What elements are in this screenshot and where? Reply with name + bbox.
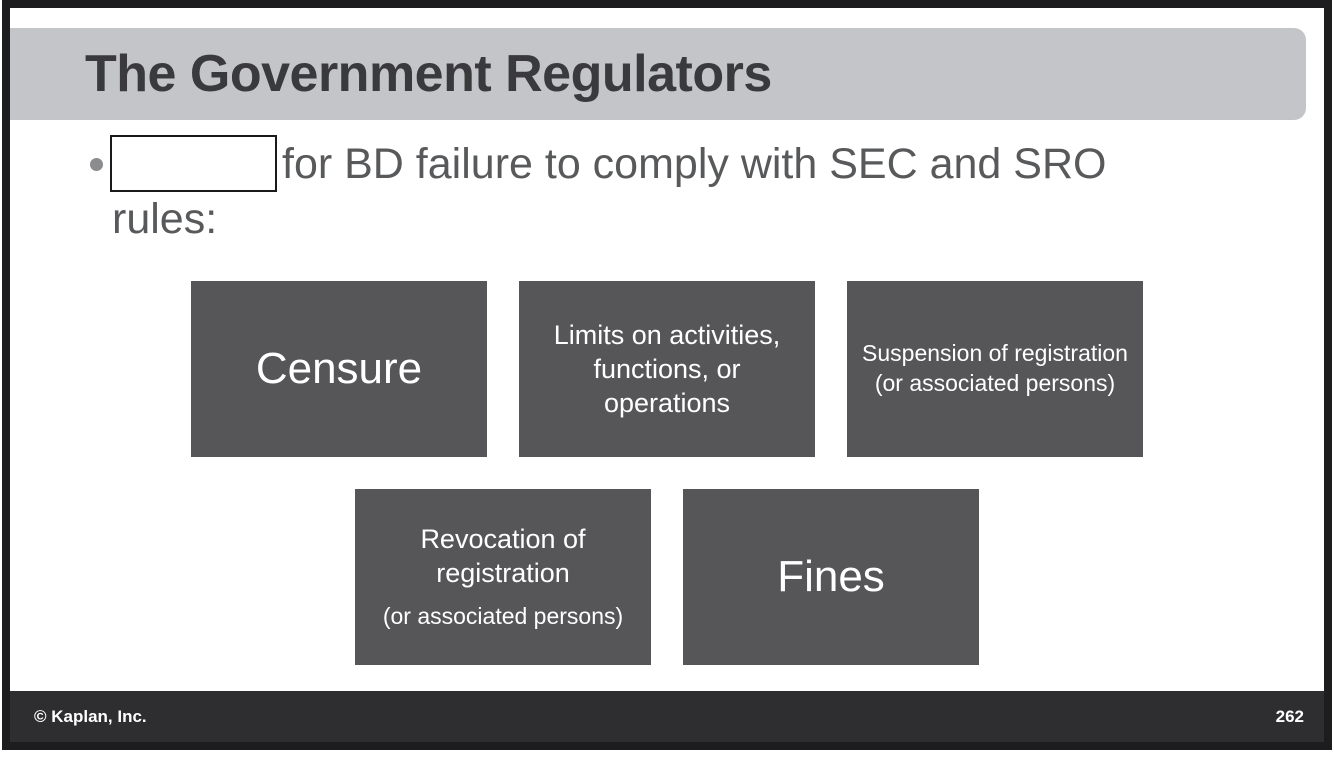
sanction-box-fines-label: Fines	[777, 551, 885, 601]
sanction-box-revocation: Revocation of registration (or associate…	[355, 489, 651, 665]
sanction-box-suspension-line2: (or associated persons)	[874, 370, 1116, 396]
sanction-box-revocation-line1: Revocation of	[420, 524, 586, 555]
sanction-box-limits-line2: functions, or	[593, 353, 741, 384]
bullet-text-line1: for BD failure to comply with SEC and SR…	[282, 140, 1107, 188]
title-banner: The Government Regulators	[10, 28, 1306, 120]
bullet-marker	[90, 158, 103, 171]
page-number: 262	[1275, 706, 1304, 726]
sanction-box-suspension: Suspension of registration (or associate…	[847, 281, 1143, 457]
fill-in-blank-box	[110, 135, 277, 192]
slide-title: The Government Regulators	[85, 45, 772, 103]
sanction-box-suspension-line1: Suspension of registration	[862, 340, 1128, 367]
sanction-box-revocation-line2: registration	[436, 558, 570, 589]
sanction-box-revocation-sub: (or associated persons)	[382, 603, 624, 630]
sanction-box-censure: Censure	[191, 281, 487, 457]
footer-bar: © Kaplan, Inc. 262	[10, 691, 1324, 742]
sanction-box-limits-line1: Limits on activities,	[553, 319, 781, 350]
sanction-box-censure-label: Censure	[255, 343, 423, 393]
sanction-box-limits: Limits on activities, functions, or oper…	[519, 281, 815, 457]
copyright-text: © Kaplan, Inc.	[34, 706, 147, 726]
bullet-text-line2: rules:	[112, 195, 218, 243]
sanction-box-limits-line3: operations	[603, 388, 731, 418]
sanction-box-fines: Fines	[683, 489, 979, 665]
